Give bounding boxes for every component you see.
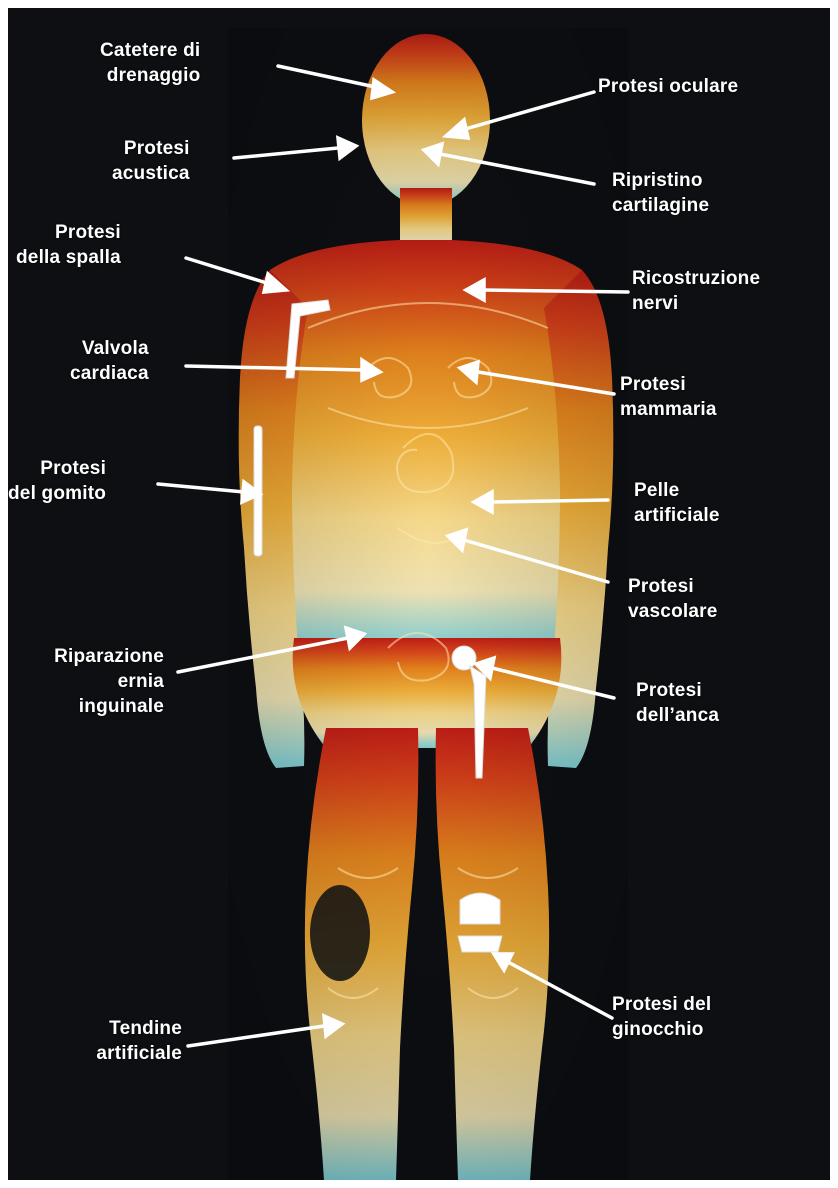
arrow-pelle-artificiale — [492, 500, 608, 502]
label-protesi-mammaria: Protesi mammaria — [620, 372, 717, 422]
label-ripristino-line1: Ripristino — [612, 168, 709, 193]
label-ernia-line3: inguinale — [8, 694, 164, 719]
label-gomito-line2: del gomito — [8, 481, 106, 506]
label-valvola-line2: cardiaca — [70, 361, 149, 386]
label-protesi-oculare-line1: Protesi oculare — [598, 74, 738, 99]
label-protesi-ginocchio: Protesi del ginocchio — [612, 992, 711, 1042]
label-ricostruzione-nervi: Ricostruzione nervi — [632, 266, 760, 316]
knee-implant-top — [460, 893, 500, 924]
label-protesi-acustica-line2: acustica — [112, 161, 190, 186]
label-catetere: Catetere di drenaggio — [100, 38, 200, 88]
label-protesi-acustica: Protesi acustica — [112, 136, 190, 186]
arrow-ricostruzione-nervi — [484, 290, 628, 292]
label-mammaria-line2: mammaria — [620, 397, 717, 422]
knee-implant-bottom — [458, 936, 502, 952]
label-protesi-acustica-line1: Protesi — [112, 136, 190, 161]
label-anca-line1: Protesi — [636, 678, 719, 703]
label-pelle-artificiale: Pelle artificiale — [634, 478, 720, 528]
label-ginocchio-line2: ginocchio — [612, 1017, 711, 1042]
label-ripristino-cartilagine: Ripristino cartilagine — [612, 168, 709, 218]
label-ricostruzione-line2: nervi — [632, 291, 760, 316]
left-knee-shadow — [310, 885, 370, 981]
label-ripristino-line2: cartilagine — [612, 193, 709, 218]
label-ricostruzione-line1: Ricostruzione — [632, 266, 760, 291]
label-valvola-line1: Valvola — [70, 336, 149, 361]
label-riparazione-ernia: Riparazione ernia inguinale — [8, 644, 164, 719]
diagram-panel: Catetere di drenaggio Protesi oculare Pr… — [8, 8, 830, 1180]
label-protesi-spalla-line1: Protesi — [16, 220, 121, 245]
label-tendine-line1: Tendine — [64, 1016, 182, 1041]
label-ginocchio-line1: Protesi del — [612, 992, 711, 1017]
label-vascolare-line2: vascolare — [628, 599, 717, 624]
label-valvola-cardiaca: Valvola cardiaca — [70, 336, 149, 386]
body-silhouette — [228, 28, 628, 1180]
label-gomito-line1: Protesi — [8, 456, 106, 481]
label-protesi-gomito: Protesi del gomito — [8, 456, 106, 506]
label-catetere-line2: drenaggio — [100, 63, 200, 88]
label-protesi-vascolare: Protesi vascolare — [628, 574, 717, 624]
label-pelle-line1: Pelle — [634, 478, 720, 503]
label-ernia-line2: ernia — [8, 669, 164, 694]
label-vascolare-line1: Protesi — [628, 574, 717, 599]
label-protesi-spalla-line2: della spalla — [16, 245, 121, 270]
label-anca-line2: dell’anca — [636, 703, 719, 728]
hip-implant-head — [452, 646, 476, 670]
label-catetere-line1: Catetere di — [100, 38, 200, 63]
label-mammaria-line1: Protesi — [620, 372, 717, 397]
label-tendine-artificiale: Tendine artificiale — [64, 1016, 182, 1066]
label-tendine-line2: artificiale — [64, 1041, 182, 1066]
label-ernia-line1: Riparazione — [8, 644, 164, 669]
label-protesi-oculare: Protesi oculare — [598, 74, 738, 99]
label-protesi-anca: Protesi dell’anca — [636, 678, 719, 728]
label-protesi-spalla: Protesi della spalla — [16, 220, 121, 270]
label-pelle-line2: artificiale — [634, 503, 720, 528]
